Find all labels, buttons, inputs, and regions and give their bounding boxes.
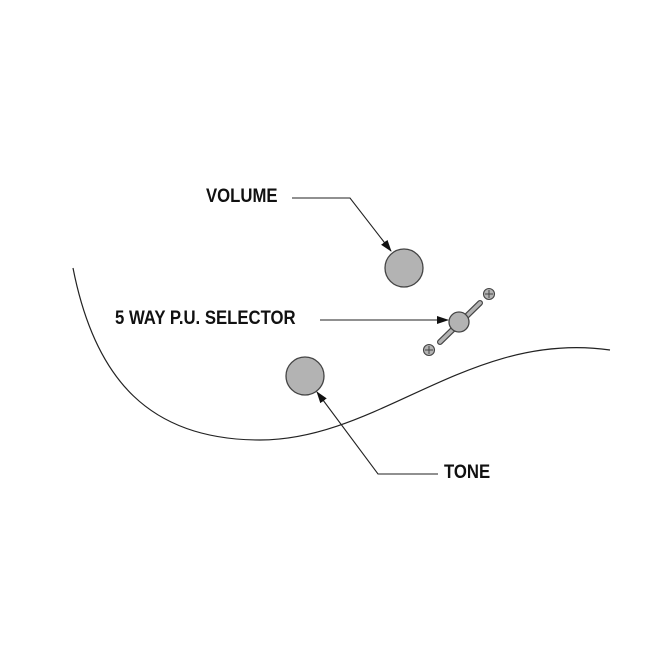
screw-icon <box>422 343 436 357</box>
volume-label: VOLUME <box>206 186 278 207</box>
tone-knob <box>285 356 325 396</box>
body-outline-curve <box>72 267 611 441</box>
tone-label: TONE <box>444 462 491 483</box>
tone-leader-arrow <box>316 391 438 475</box>
pickup-selector-switch <box>437 300 483 345</box>
selector-label: 5 WAY P.U. SELECTOR <box>115 308 296 329</box>
screw-icon <box>482 287 496 301</box>
volume-leader-arrow <box>292 197 392 252</box>
volume-knob <box>384 248 424 288</box>
